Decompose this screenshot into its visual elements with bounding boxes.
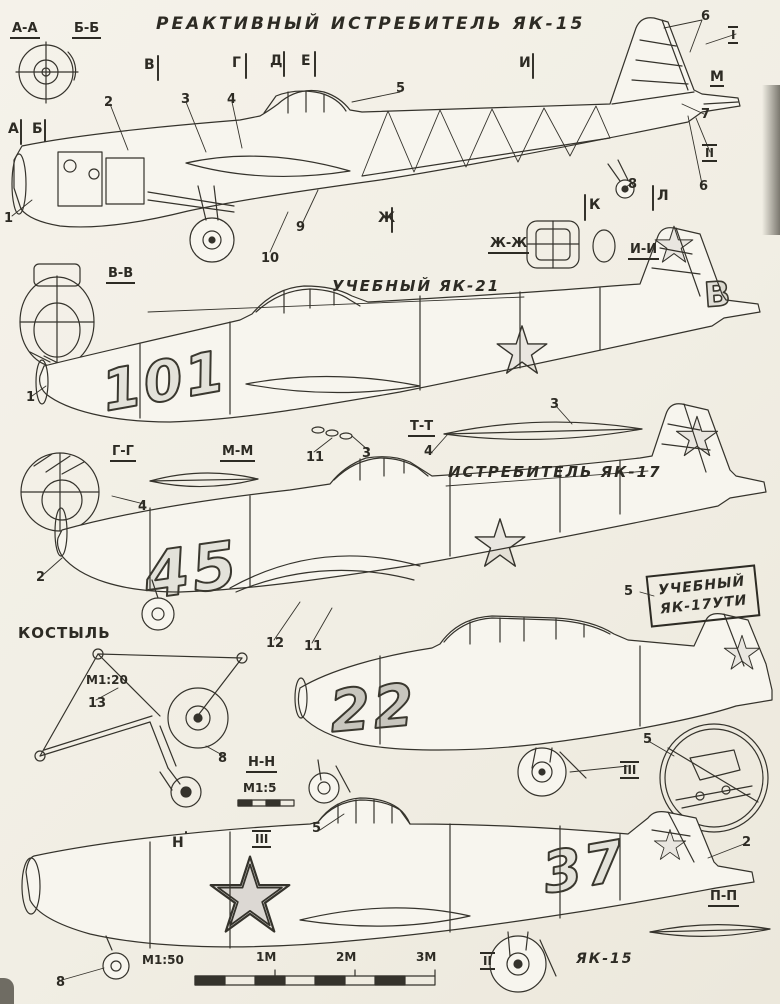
roman-iii-a: III [620, 761, 640, 779]
page-title: РЕАКТИВНЫЙ ИСТРЕБИТЕЛЬ ЯК-15 [156, 14, 586, 34]
title-yak21: УЧЕБНЫЙ ЯК-21 [332, 277, 501, 295]
label-yak15-side: ЯК-15 [576, 951, 634, 967]
section-label-tt: Т-Т [408, 420, 436, 437]
callout-6-a: 6 [701, 9, 711, 24]
callout-9: 9 [296, 220, 306, 235]
cut-marker-e: Е [301, 53, 311, 69]
roman-iii-b: III [252, 830, 272, 848]
aircraft-yak21-drawing [35, 225, 761, 440]
tail-letter: В [703, 274, 732, 316]
callout-4-c: 4 [138, 499, 148, 514]
scale-bar-m15 [237, 799, 295, 807]
callout-2-b: 2 [36, 570, 46, 585]
callout-8-b: 8 [218, 751, 228, 766]
callout-5-d: 5 [312, 821, 322, 836]
section-label-ii: И-И [628, 243, 660, 260]
section-label-nn: Н-Н [246, 756, 278, 773]
cockpit-detail-drawing [659, 723, 769, 833]
scale-m120: М1:20 [86, 673, 128, 687]
callout-5-b: 5 [624, 584, 634, 599]
label-tail-skid: КОСТЫЛЬ [18, 624, 111, 642]
cut-marker-d: Д [270, 53, 283, 69]
tactical-number-yak17uti: 22 [327, 670, 419, 745]
scale-tick-1m: 1М [256, 950, 277, 964]
section-view-zhzh [526, 220, 616, 269]
tactical-number-yak17: 45 [139, 528, 244, 615]
section-label-gg: Г-Г [110, 445, 136, 462]
callout-11-a: 11 [306, 450, 325, 465]
callout-5-a: 5 [396, 81, 406, 96]
callout-3-c: 3 [550, 397, 560, 412]
section-label-zhzh: Ж-Ж [488, 237, 530, 254]
section-view-mm [149, 472, 259, 488]
callout-13: 13 [88, 696, 107, 711]
aircraft-yak17uti-drawing [294, 613, 773, 804]
tactical-number-yak15: 37 [538, 828, 632, 907]
callout-2-c: 2 [742, 835, 752, 850]
callout-6-b: 6 [699, 179, 709, 194]
aircraft-yak15-side-drawing [21, 797, 755, 993]
section-label-bb: Б-Б [72, 22, 102, 39]
scale-tick-2m: 2М [336, 950, 357, 964]
section-view-gg [20, 452, 100, 532]
section-view-aa-bb [15, 41, 79, 104]
cut-marker-i: И [519, 55, 531, 71]
scale-bar-main [194, 969, 436, 986]
cut-marker-b: Б [32, 121, 43, 137]
callout-7: 7 [701, 107, 711, 122]
roman-i: I [728, 26, 739, 44]
aircraft-yak17-drawing [54, 403, 767, 631]
aircraft-yak15-cutaway-drawing [11, 17, 741, 263]
section-view-vv [19, 263, 95, 368]
tail-skid-detail-drawing [34, 648, 248, 808]
callout-11-b: 11 [304, 639, 323, 654]
leader-lines [11, 19, 745, 981]
callout-12: 12 [266, 636, 285, 651]
section-label-mm: М-М [220, 445, 256, 462]
cut-marker-g: Г [232, 55, 241, 71]
callout-10: 10 [261, 251, 280, 266]
cut-marker-l: Л [657, 188, 669, 204]
title-yak17: ИСТРЕБИТЕЛЬ ЯК-17 [448, 463, 662, 481]
cut-marker-n: Н [172, 835, 184, 851]
cut-marker-k: К [589, 197, 601, 213]
scale-m15: М1:5 [243, 781, 277, 795]
cut-marker-v: В [144, 57, 155, 73]
callout-5-c: 5 [643, 732, 653, 747]
section-label-pp: П-П [708, 890, 740, 907]
section-view-tt [443, 421, 643, 441]
callout-3-a: 3 [181, 92, 191, 107]
callout-4-b: 4 [424, 444, 434, 459]
section-view-pp [649, 924, 771, 937]
callout-8-c: 8 [56, 975, 66, 990]
callout-3-b: 3 [362, 446, 372, 461]
callout-4-a: 4 [227, 92, 237, 107]
scale-m150: М1:50 [142, 953, 184, 967]
cut-marker-zh: Ж [378, 210, 396, 226]
roman-ii-b: II [480, 952, 495, 970]
callout-2-a: 2 [104, 95, 114, 110]
callout-1-a: 1 [4, 211, 14, 226]
cut-marker-m: М [710, 69, 724, 87]
section-label-vv: В-В [106, 267, 136, 284]
scale-tick-3m: 3М [416, 950, 437, 964]
section-label-aa: А-А [10, 22, 40, 39]
scan-blotch [0, 978, 14, 1004]
roman-ii-a: II [702, 144, 717, 162]
callout-1-b: 1 [26, 390, 36, 405]
callout-8-a: 8 [628, 177, 638, 192]
cut-marker-a: А [8, 121, 19, 137]
scan-streak [762, 85, 780, 235]
